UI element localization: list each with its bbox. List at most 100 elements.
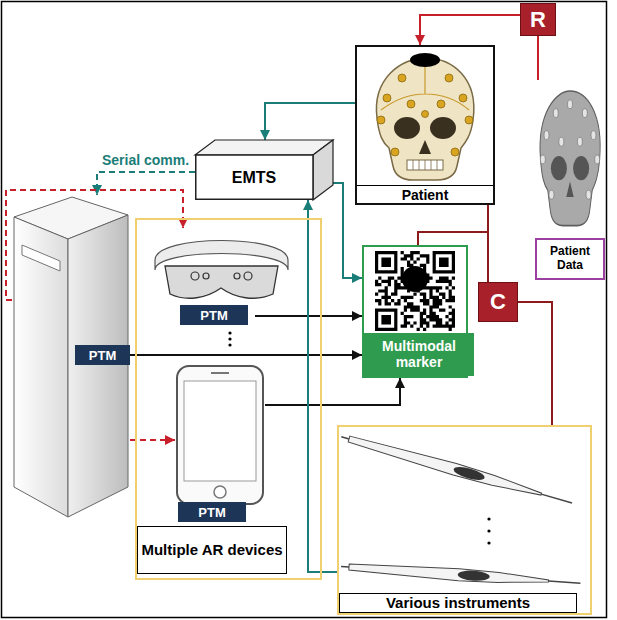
node-label: PTM (200, 308, 227, 323)
edge-label: Serial comm. (102, 152, 189, 168)
connector (130, 354, 362, 356)
fiducial-markers (540, 100, 599, 199)
connector (420, 15, 520, 45)
label-box: PTM (180, 305, 248, 325)
fiducial-markers-part (540, 155, 545, 164)
ellipsis-dots (487, 517, 490, 544)
skull-model-illustration (528, 80, 612, 230)
label-box: Patient Data (535, 238, 605, 280)
tracked-instrument-part (549, 581, 581, 583)
fiducial-markers-part (451, 148, 459, 156)
node-label: C (490, 289, 506, 315)
node-label: Multiple AR devices (141, 541, 282, 558)
instruments-drawing (339, 427, 590, 593)
hololens-node: PTM (145, 228, 255, 325)
label-box: C (479, 283, 517, 321)
fiducial-markers-part (582, 109, 587, 118)
ellipsis-dot (228, 343, 231, 346)
sensor-marker (410, 53, 440, 67)
node-label: PTM (89, 348, 116, 363)
fiducial-markers-part (544, 131, 549, 140)
label-box: R (521, 4, 555, 35)
connector (537, 36, 539, 80)
eye-socket (551, 156, 567, 180)
fiducial-markers-part (445, 74, 453, 82)
label-box: PTM (178, 502, 246, 522)
tracked-instrument (341, 560, 581, 589)
ellipsis-dot (228, 337, 231, 340)
tracked-instrument-part (541, 494, 572, 503)
emts-box: EMTS (195, 140, 333, 200)
tracked-instrument-part (347, 433, 543, 500)
fiducial-markers-part (591, 131, 596, 140)
eye-socket (430, 117, 456, 139)
tower-right-face (68, 215, 128, 517)
phone-body (177, 366, 263, 504)
tracked-instrument-part (341, 437, 349, 439)
skull-illustration (357, 47, 493, 185)
skull-shape (376, 58, 473, 180)
computer-node: PTM (12, 195, 130, 520)
node-label: EMTS (232, 169, 276, 187)
box-side (313, 140, 333, 200)
visor (165, 266, 278, 298)
fiducial-markers-part (577, 137, 582, 146)
fiducial-markers-part (595, 155, 600, 164)
phone-node: PTM (175, 365, 265, 522)
node-label: R (530, 7, 546, 33)
visor-sensors-part (234, 273, 240, 279)
teeth-lines (413, 160, 437, 170)
fiducial-markers-part (377, 116, 385, 124)
tracked-instrument-part (457, 570, 490, 582)
fiducial-markers-part (437, 100, 445, 108)
ellipsis-dots-part (487, 541, 490, 544)
fiducial-markers-part (465, 116, 473, 124)
fiducial-markers-part (383, 94, 391, 102)
node-label: Patient (402, 187, 449, 203)
qr-code (375, 251, 455, 331)
fiducial-markers (377, 74, 473, 156)
label-box: Various instruments (339, 593, 577, 613)
tracked-instrument-part (341, 566, 349, 568)
fiducial-markers-part (568, 100, 573, 109)
drive-slot (22, 245, 60, 271)
qr-modules (375, 251, 455, 331)
outer-frame (2, 2, 607, 618)
instrument-group: Various instruments (337, 425, 592, 615)
hololens-drawing (145, 228, 298, 303)
label-box: EMTS (195, 155, 313, 200)
nose-cavity (419, 140, 431, 154)
connector (265, 103, 355, 140)
fiducial-markers-part (391, 148, 399, 156)
label-box: Multiple AR devices (137, 526, 287, 574)
fiducial-markers-part (459, 94, 467, 102)
eye-socket (573, 156, 589, 180)
phone-screen (184, 381, 256, 481)
fiducial-markers-part (549, 190, 554, 199)
eye-socket (394, 117, 420, 139)
fiducial-markers-part (407, 100, 415, 108)
visor-sensors (191, 272, 252, 280)
connector (97, 172, 195, 195)
tracking-sensor-dot (402, 266, 428, 292)
ellipsis-dots-part (487, 517, 490, 520)
smartphone-drawing (175, 365, 265, 505)
node-label: Multimodal marker (364, 339, 474, 370)
connector (518, 302, 552, 425)
marker-box: Multimodal marker (362, 245, 468, 378)
fiducial-markers-part (553, 109, 558, 118)
fiducial-markers-part (422, 111, 429, 118)
node-label: Patient Data (537, 245, 603, 273)
tracked-instrument-part (349, 561, 549, 587)
label-box: Multimodal marker (364, 333, 474, 376)
home-button (214, 486, 226, 498)
label-box: PTM (75, 345, 130, 365)
box-top (195, 140, 333, 155)
patient-box: Patient (355, 45, 495, 205)
device-group: Multiple AR devices PTM PTM (135, 218, 322, 580)
label-box: Patient (357, 185, 493, 203)
tracked-instrument (340, 431, 574, 509)
teeth (407, 160, 443, 170)
fiducial-markers-part (586, 190, 591, 199)
